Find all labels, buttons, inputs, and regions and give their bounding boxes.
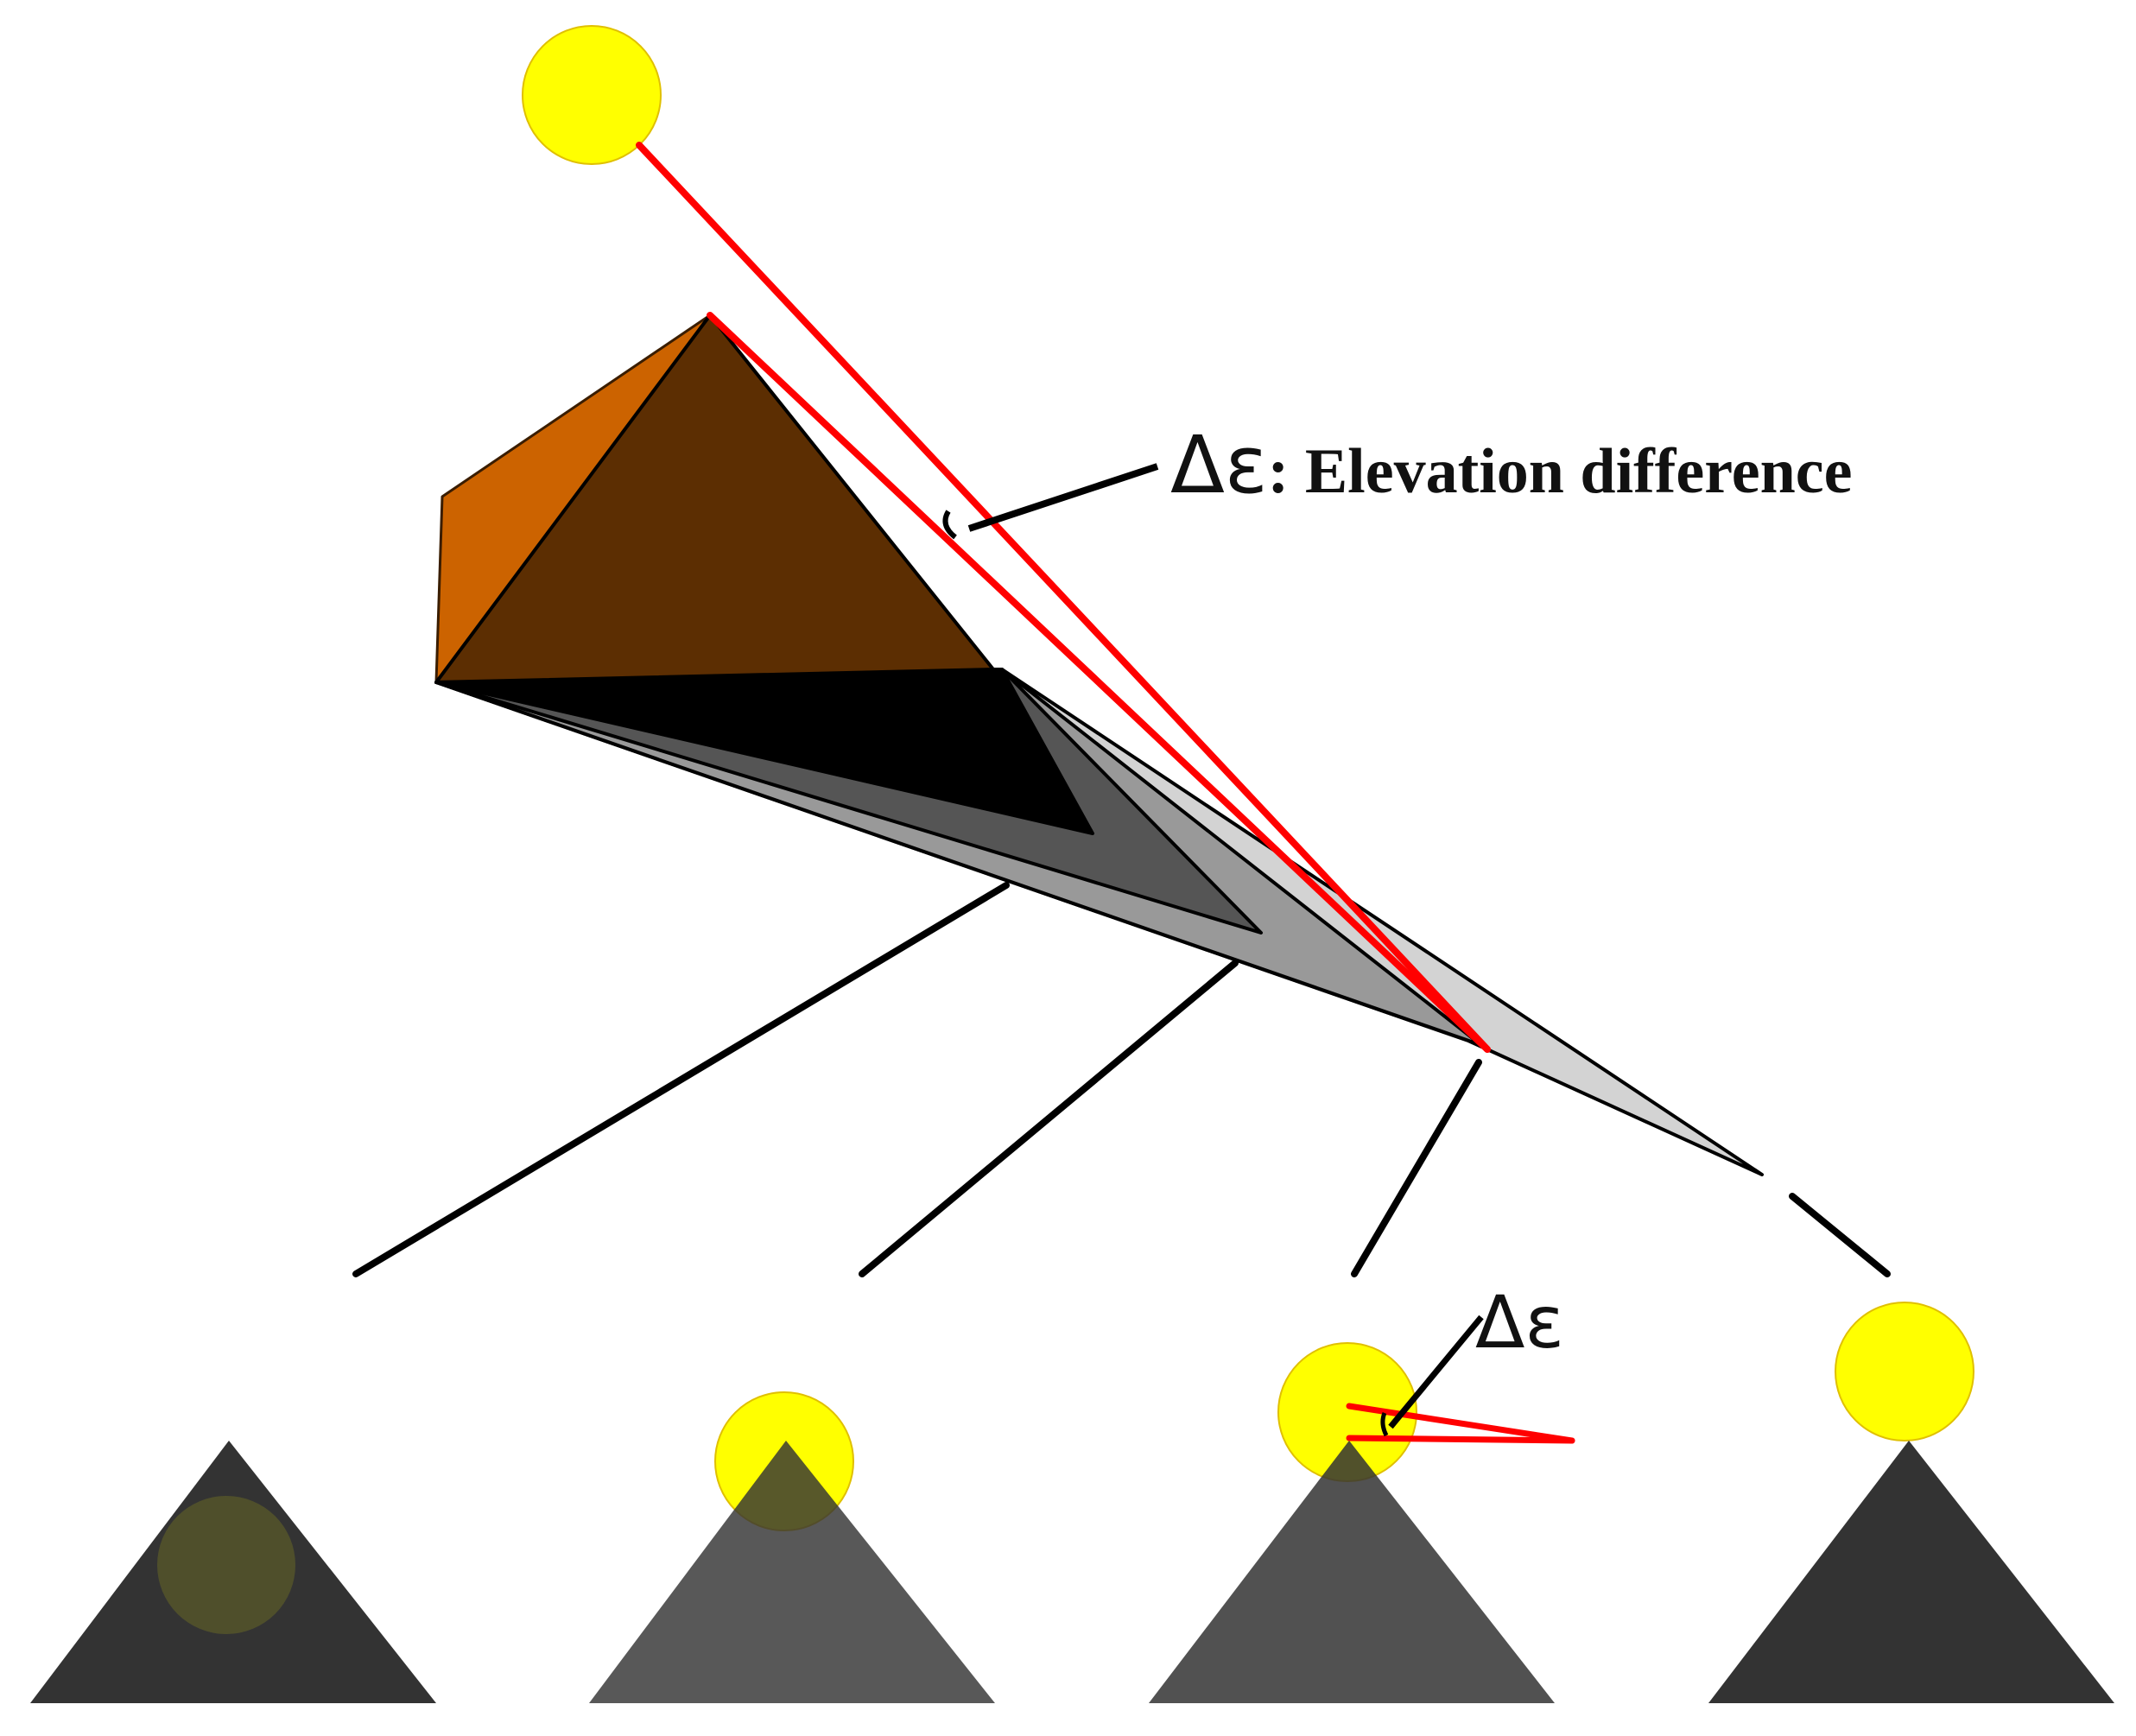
- light-ray-lower: [1346, 1435, 1575, 1444]
- panel-sun-at-peak: [589, 1391, 995, 1703]
- pyramid-dark-face: [434, 314, 995, 684]
- elevation-label-leader: [967, 463, 1159, 532]
- light-ray-peak-to-shadow-tip: [707, 312, 1491, 1053]
- sun-icon: [157, 1496, 295, 1634]
- sun-icon: [1835, 1302, 1974, 1441]
- light-ray-sun-to-shadow-tip: [636, 142, 1491, 1053]
- leader-line-panel-4: [1789, 1193, 1891, 1277]
- elevation-difference-label: Δε: Elevation difference: [1170, 419, 1852, 511]
- shadow-layer-black: [434, 668, 1094, 835]
- panel-sun-behind-peak: [30, 1441, 436, 1703]
- panel-sun-slightly-above-peak: Δε: [1149, 1280, 1575, 1703]
- mountain-triangle-icon: [1149, 1441, 1555, 1703]
- mountain-triangle-icon: [589, 1441, 995, 1703]
- sun-icon: [522, 25, 662, 165]
- elevation-label-leader-small: [1388, 1315, 1484, 1429]
- light-ray-upper: [1346, 1403, 1575, 1444]
- delta-epsilon-symbol: Δε: [1170, 419, 1268, 511]
- delta-epsilon-label-small: Δε: [1475, 1280, 1564, 1365]
- mountain-triangle-icon: [30, 1441, 436, 1703]
- elevation-angle-arc-small: [1380, 1412, 1389, 1437]
- leader-line-panel-1: [352, 882, 1010, 1277]
- leader-line-panel-3: [1351, 1059, 1482, 1277]
- elevation-angle-arc: [942, 510, 957, 540]
- elevation-difference-text: : Elevation difference: [1268, 436, 1853, 507]
- panel-sun-above-peak: [1708, 1302, 2114, 1703]
- leader-line-panel-2: [859, 960, 1239, 1277]
- mountain-triangle-icon: [1708, 1441, 2114, 1703]
